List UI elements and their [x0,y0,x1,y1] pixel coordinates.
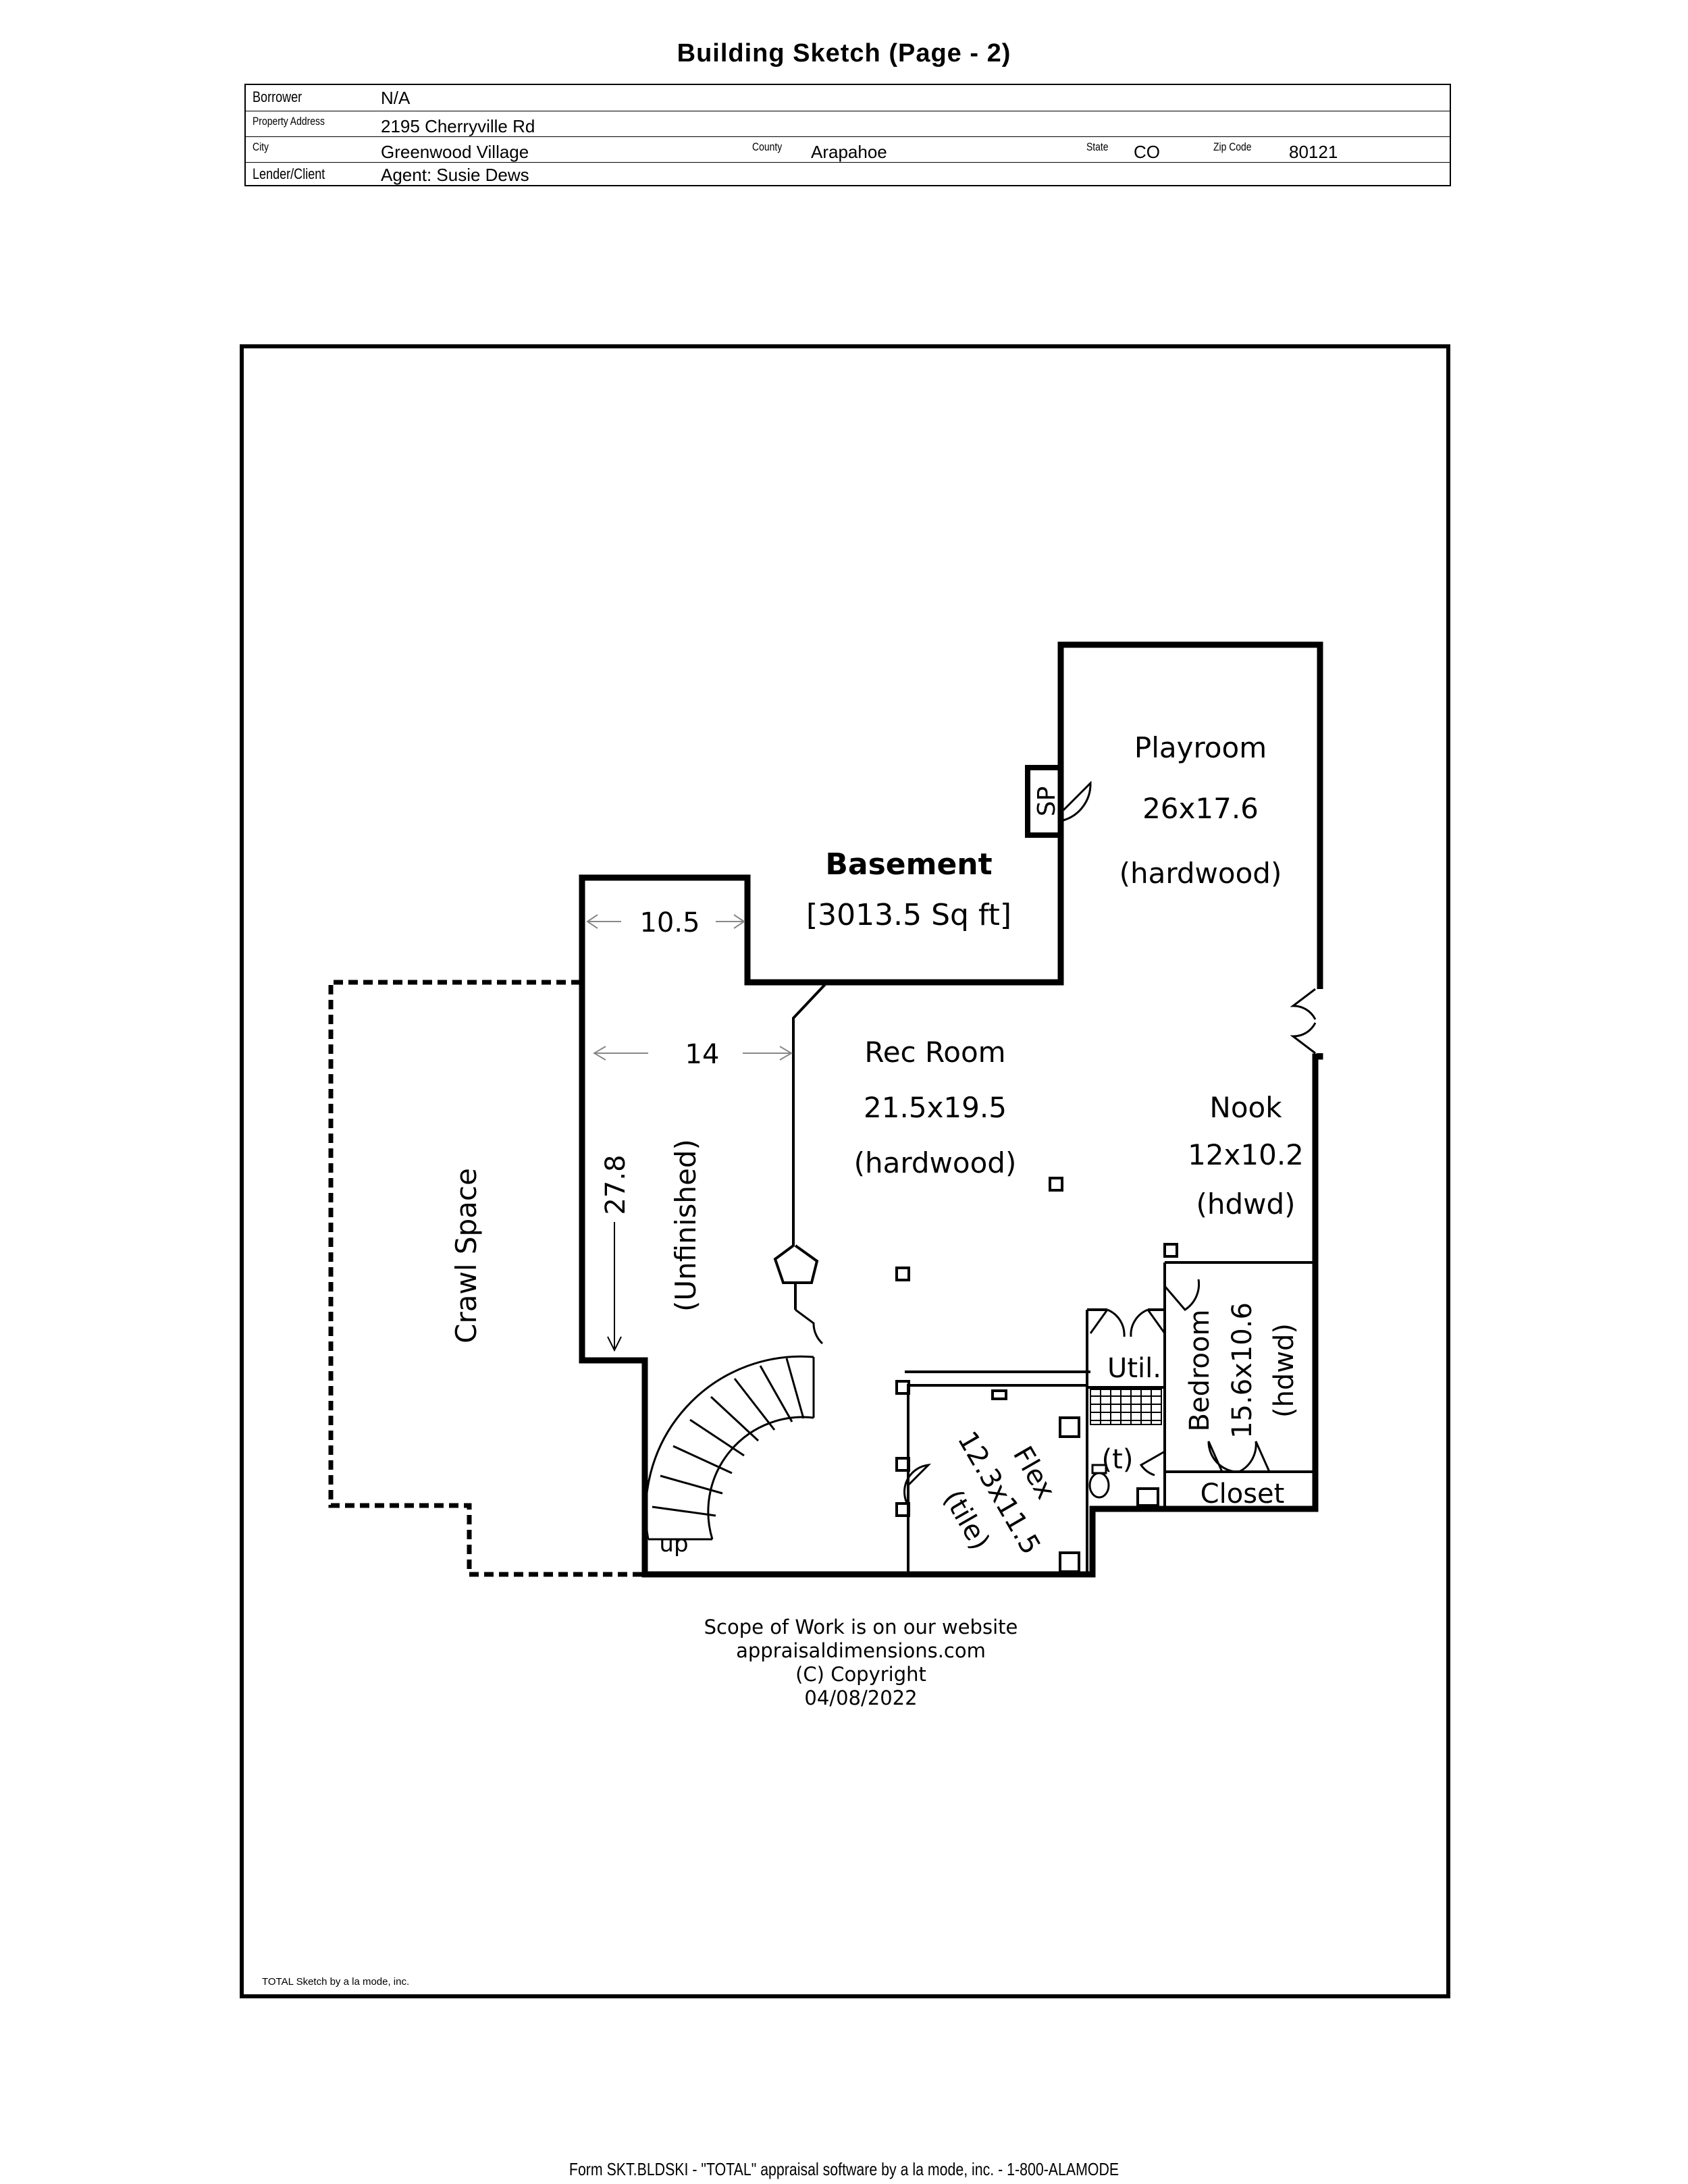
closet-label: Closet [1201,1479,1285,1510]
borrower-row: Borrower N/A [246,85,1450,111]
stairs-label: up [659,1530,688,1557]
borrower-label: Borrower [253,88,302,105]
crawl-space-label: Crawl Space [450,1168,483,1343]
unfinished-label: (Unfinished) [669,1139,702,1312]
page-title: Building Sketch (Page - 2) [677,39,1011,68]
bedroom-floor: (hdwd) [1269,1323,1300,1418]
scope-line3: (C) Copyright [795,1663,926,1686]
util-label: Util. [1107,1353,1161,1384]
borrower-value: N/A [381,88,411,108]
software-credit: TOTAL Sketch by a la mode, inc. [262,1976,409,1988]
length-arrow [607,1222,622,1352]
property-info-table: Borrower N/A Property Address 2195 Cherr… [244,84,1451,186]
playroom-size: 26x17.6 [1142,792,1259,825]
exterior-wall [579,641,1323,1578]
basement-title: Basement [825,847,992,882]
toilet-label: (t) [1102,1444,1134,1475]
nook-size: 12x10.2 [1188,1138,1304,1171]
sketch-frame [240,344,1450,1998]
scope-line2: appraisaldimensions.com [736,1639,986,1662]
lender-row: Lender/Client Agent: Susie Dews [246,162,1450,186]
county-value: Arapahoe [811,142,887,162]
toilet-icon [1088,1464,1110,1499]
address-label: Property Address [253,115,325,128]
city-label: City [253,140,269,153]
basement-area: [3013.5 Sq ft] [806,898,1011,932]
sp-closet [1025,765,1063,838]
state-value: CO [1134,142,1160,162]
city-value: Greenwood Village [381,142,529,162]
furnace-grid [1090,1389,1162,1425]
scope-line1: Scope of Work is on our website [704,1616,1018,1639]
bedroom-size: 15.6x10.6 [1227,1302,1258,1439]
dimension-arrows [586,914,793,1061]
dim-width: 14 [685,1039,720,1070]
rec-room-floor: (hardwood) [854,1146,1017,1179]
playroom-floor: (hardwood) [1119,857,1282,890]
county-label: County [752,140,783,153]
dim-length: 27.8 [600,1154,631,1215]
nook-name: Nook [1209,1091,1282,1124]
playroom-name: Playroom [1134,731,1267,764]
bedroom-name: Bedroom [1184,1310,1215,1432]
column-markers [895,1177,1178,1573]
dim-top: 10.5 [639,907,700,938]
form-footer: Form SKT.BLDSKI - "TOTAL" appraisal soft… [569,2159,1119,2179]
zip-value: 80121 [1289,142,1338,162]
door-swings [795,780,1317,1506]
address-row: Property Address 2195 Cherryville Rd [246,111,1450,137]
sp-label: SP [1033,787,1061,817]
curved-stairs [644,1355,815,1541]
crawl-space-outline [328,980,645,1577]
nook-floor: (hdwd) [1196,1188,1295,1221]
rec-room-size: 21.5x19.5 [864,1091,1007,1124]
city-row: City Greenwood Village County Arapahoe S… [246,136,1450,163]
state-label: State [1086,140,1109,153]
address-value: 2195 Cherryville Rd [381,116,535,136]
rec-room-name: Rec Room [864,1036,1005,1069]
scope-line4: 04/08/2022 [804,1686,917,1709]
zip-label: Zip Code [1213,140,1252,153]
lender-value: Agent: Susie Dews [381,165,529,185]
lender-label: Lender/Client [253,165,325,182]
